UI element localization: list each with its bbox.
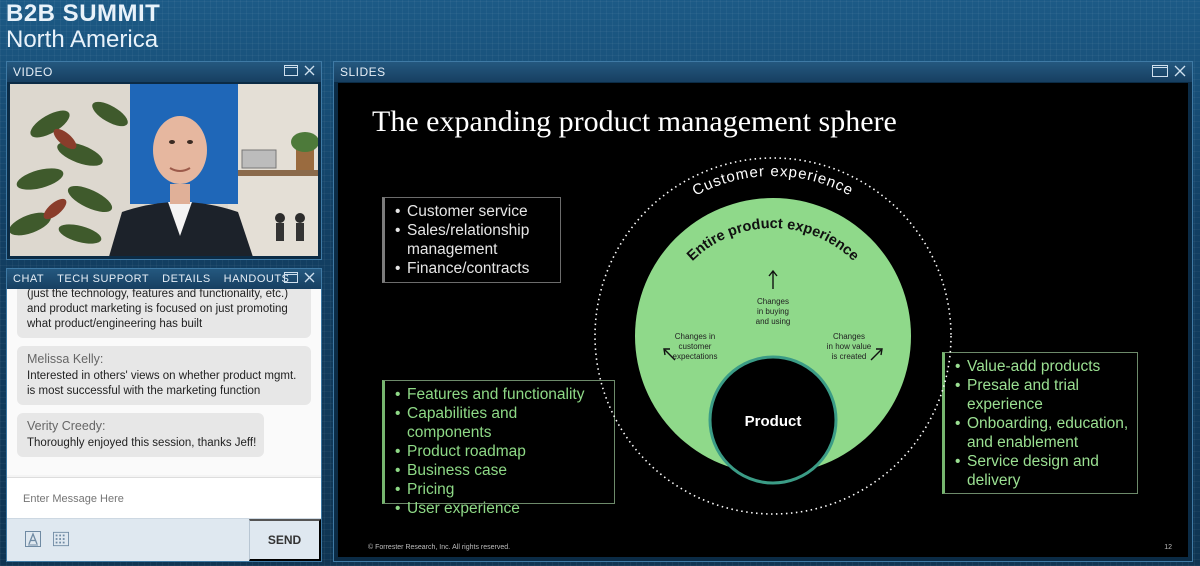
services-item: Customer service (395, 202, 552, 221)
message-input-area (7, 477, 321, 520)
services-item: Sales/relationship management (395, 221, 552, 259)
value-item: Onboarding, education, and enablement (955, 414, 1129, 452)
close-icon[interactable] (304, 65, 315, 76)
emoji-keyboard-icon[interactable] (53, 531, 69, 547)
core-label: Product (745, 413, 802, 430)
chat-sender: Melissa Kelly: (27, 352, 104, 366)
speaker-video-image (10, 84, 318, 256)
video-panel: VIDEO (6, 61, 322, 260)
value-item: Presale and trial experience (955, 376, 1129, 414)
slide-footer-copyright: © Forrester Research, Inc. All rights re… (368, 544, 511, 551)
chat-toolbar: SEND (7, 518, 321, 561)
value-item: Service design and delivery (955, 452, 1129, 490)
features-item: Pricing (395, 480, 606, 499)
maximize-icon[interactable] (284, 65, 298, 76)
chat-message-text: Interested in others' views on whether p… (27, 370, 297, 397)
send-button[interactable]: SEND (249, 519, 321, 561)
customer-experience-ring (594, 157, 952, 515)
chat-message: (just the technology, features and funct… (17, 289, 311, 338)
event-brand: B2B SUMMIT North America (6, 2, 160, 52)
chat-message-text: Thoroughly enjoyed this session, thanks … (27, 437, 257, 449)
change-arrows (663, 269, 883, 361)
sphere-diagram: Customer experience Entire product exper… (594, 157, 952, 515)
chat-message-list[interactable]: (just the technology, features and funct… (7, 289, 321, 475)
features-item: Features and functionality (395, 385, 606, 404)
chat-message-text: (just the technology, features and funct… (27, 289, 289, 330)
chat-message: Verity Creedy: Thoroughly enjoyed this s… (17, 413, 265, 457)
slide-page-number: 12 (1164, 544, 1172, 551)
chat-panel: CHAT TECH SUPPORT DETAILS HANDOUTS (just… (6, 268, 322, 562)
video-feed[interactable] (10, 84, 318, 256)
slides-panel-title: SLIDES (340, 65, 386, 79)
features-item: Product roadmap (395, 442, 606, 461)
features-item: Business case (395, 461, 606, 480)
tab-handouts[interactable]: HANDOUTS (223, 273, 290, 285)
slide-heading: The expanding product management sphere (372, 105, 897, 138)
value-box: Value-add products Presale and trial exp… (942, 352, 1138, 494)
features-item: Capabilities and components (395, 404, 606, 442)
video-panel-title: VIDEO (13, 65, 53, 79)
chat-panel-header: CHAT TECH SUPPORT DETAILS HANDOUTS (7, 269, 321, 289)
slides-panel: SLIDES The expanding product management … (333, 61, 1193, 562)
services-box: Customer service Sales/relationship mana… (382, 197, 561, 283)
maximize-icon[interactable] (1152, 65, 1168, 77)
features-item: User experience (395, 499, 606, 518)
value-item: Value-add products (955, 357, 1129, 376)
tab-tech-support[interactable]: TECH SUPPORT (57, 273, 150, 285)
text-format-icon[interactable] (25, 531, 41, 547)
video-panel-header: VIDEO (7, 62, 321, 82)
slide-canvas: The expanding product management sphere … (338, 83, 1188, 557)
slides-panel-header: SLIDES (334, 62, 1192, 82)
product-core (708, 355, 838, 485)
outer-ring-label: Customer experience (690, 163, 857, 200)
tab-chat[interactable]: CHAT (13, 273, 45, 285)
close-icon[interactable] (1174, 65, 1186, 77)
features-box: Features and functionality Capabilities … (382, 380, 615, 518)
tab-details[interactable]: DETAILS (162, 273, 211, 285)
product-experience-ring (635, 198, 911, 474)
message-input[interactable] (7, 478, 321, 520)
close-icon[interactable] (304, 272, 315, 283)
chat-sender: Verity Creedy: (27, 419, 106, 433)
brand-title: B2B SUMMIT (6, 0, 161, 27)
maximize-icon[interactable] (284, 272, 298, 283)
chat-message: Melissa Kelly: Interested in others' vie… (17, 346, 311, 405)
brand-subtitle: North America (6, 26, 159, 53)
services-item: Finance/contracts (395, 259, 552, 278)
